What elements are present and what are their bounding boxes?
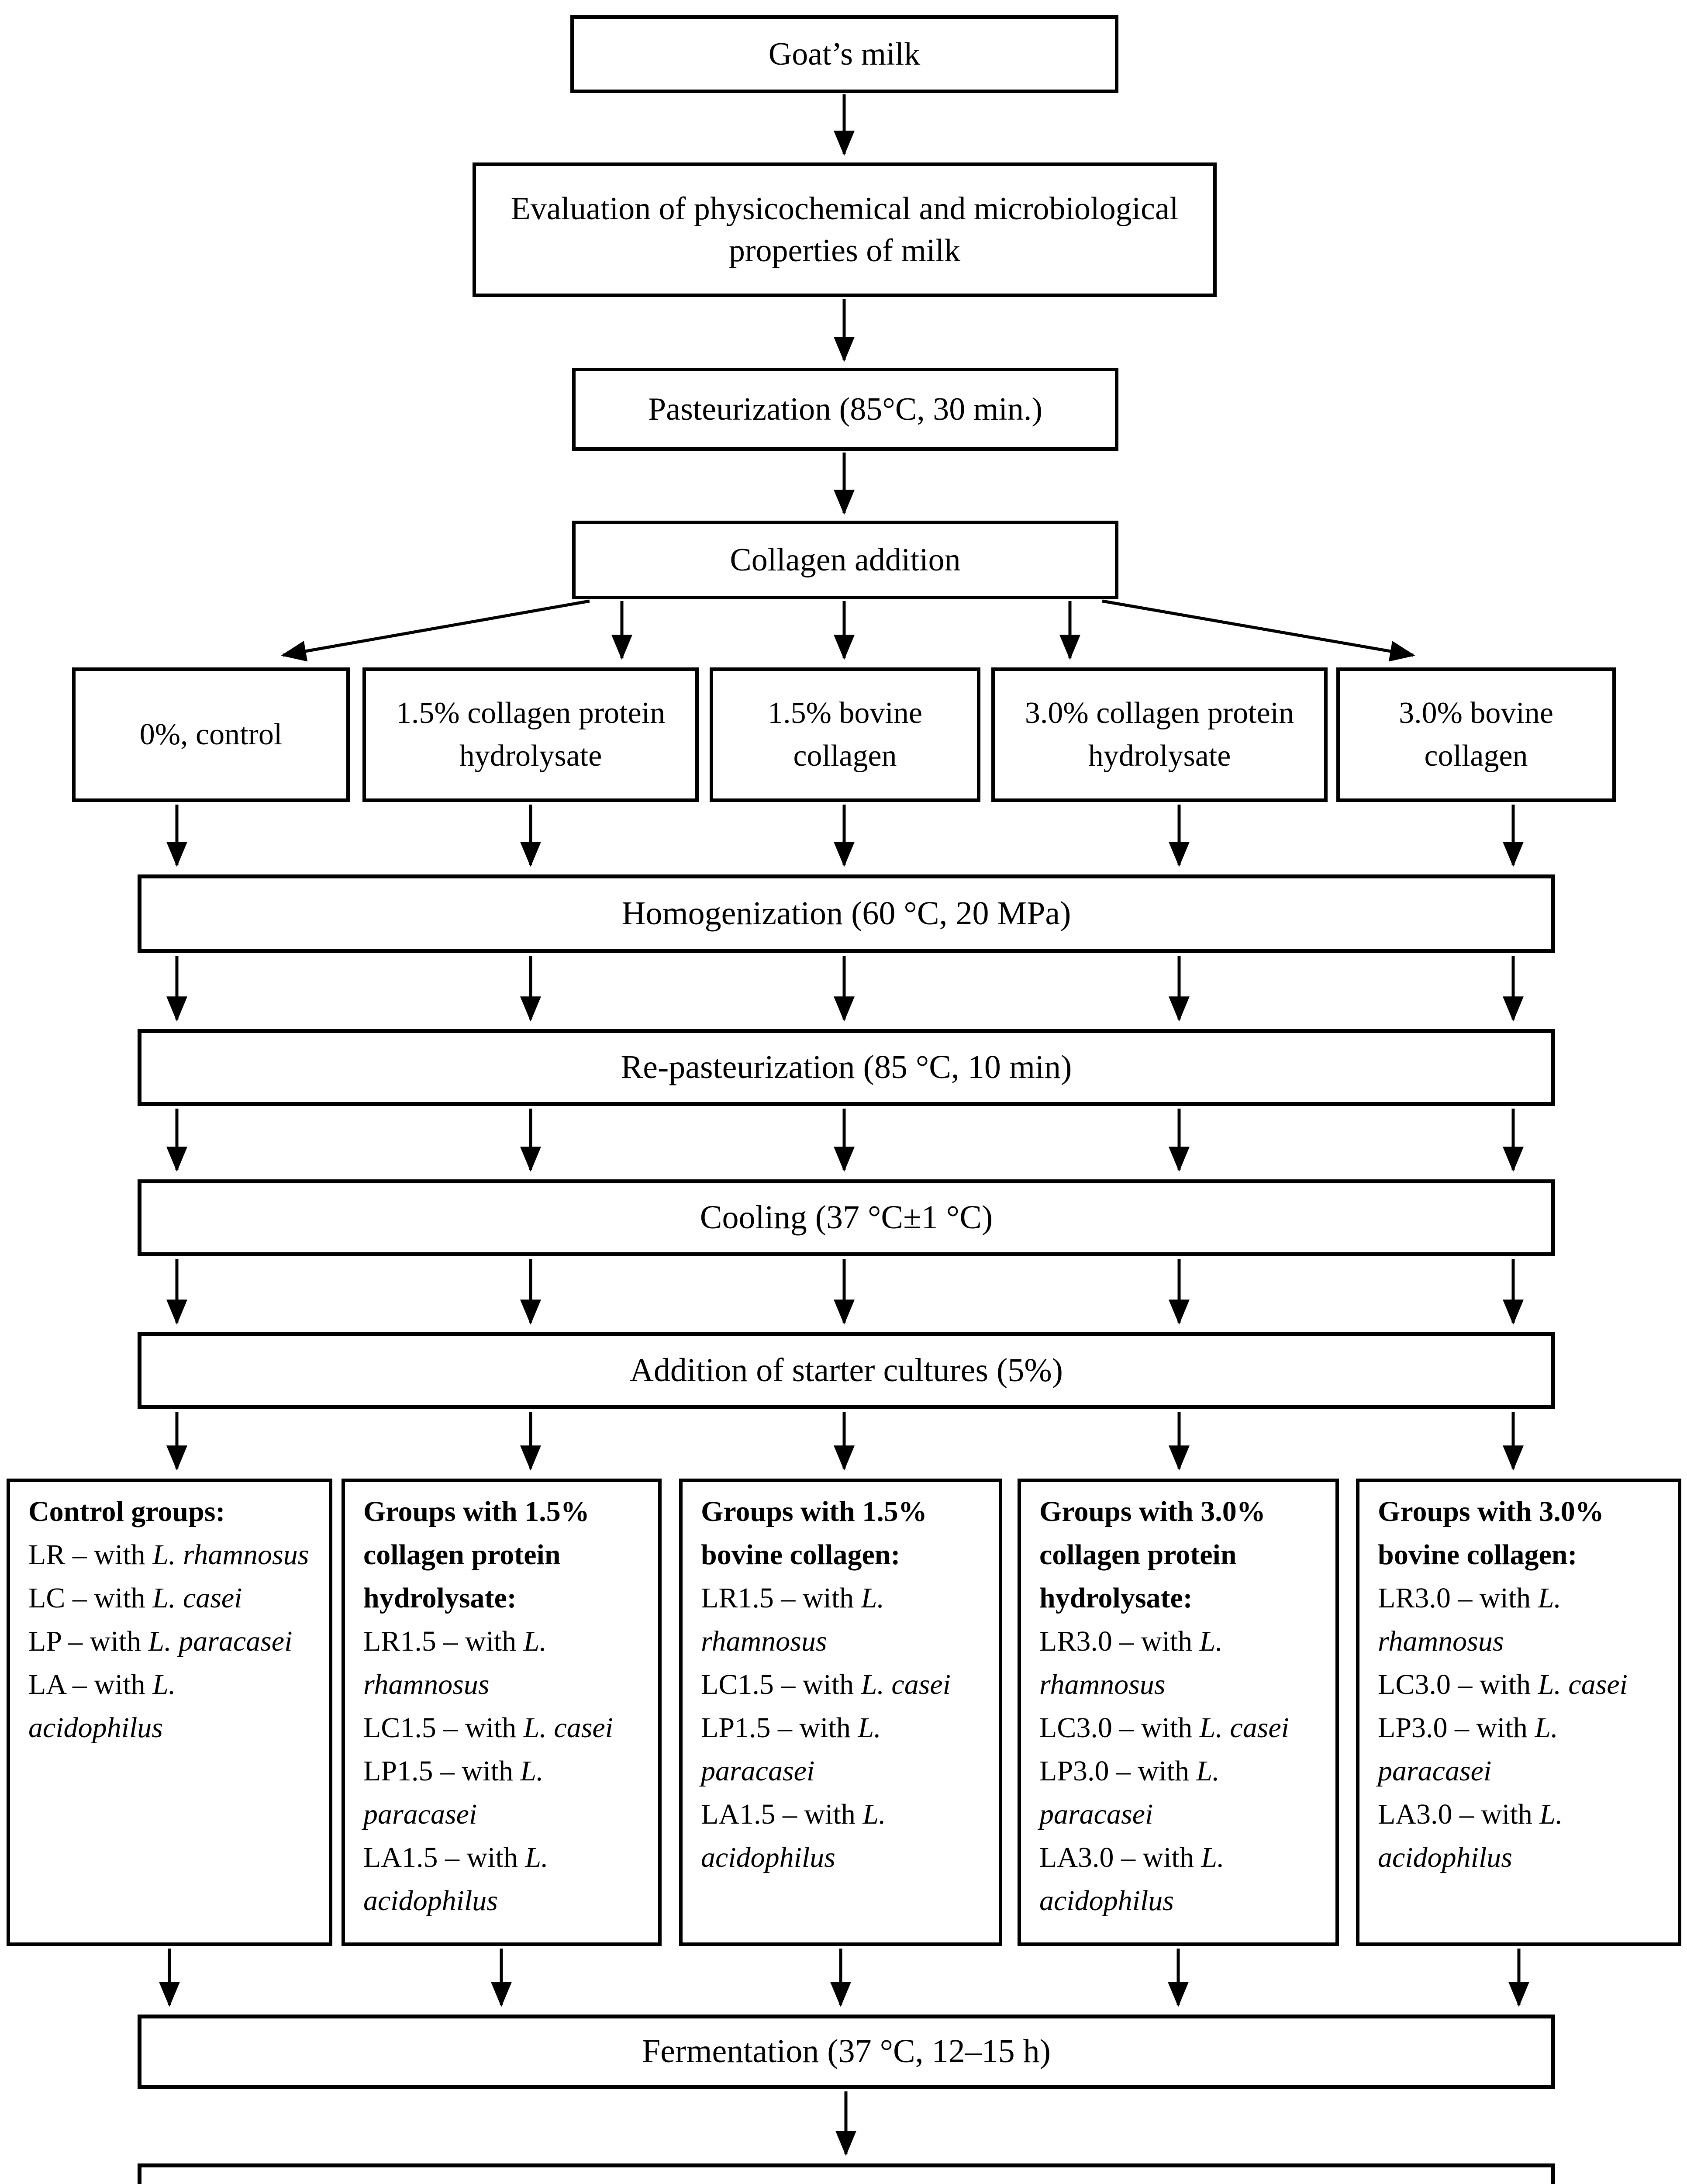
arrow (1102, 599, 1415, 662)
culture-group-item: LR3.0 – with L. rhamnosus (1039, 1625, 1223, 1700)
node-goats-milk: Goat’s milk (570, 15, 1118, 93)
bar-re-pasteurization: Re-pasteurization (85 °C, 10 min) (138, 1029, 1555, 1106)
branch-collagen-hydrolysate-1-5: 1.5% collagen protein hydrolysate (362, 667, 699, 802)
branch-bovine-collagen-3-0: 3.0% bovine collagen (1336, 667, 1616, 802)
bar-starter-cultures: Addition of starter cultures (5%) (138, 1332, 1555, 1409)
culture-group-item: LR – with L. rhamnosus (28, 1539, 309, 1571)
culture-group-item: LC – with L. casei (28, 1582, 242, 1614)
arrow (281, 599, 590, 662)
culture-group-item: LC3.0 – with L. casei (1378, 1669, 1628, 1700)
culture-group-item: LP1.5 – with L. paracasei (701, 1712, 881, 1787)
culture-group-item: LA3.0 – with L. acidophilus (1039, 1842, 1225, 1917)
culture-group-header: Groups with 1.5% bovine collagen: (701, 1496, 927, 1571)
branch-bovine-collagen-1-5: 1.5% bovine collagen (710, 667, 980, 802)
branch-collagen-hydrolysate-3-0: 3.0% collagen protein hydrolysate (991, 667, 1328, 802)
group-box-3-0-bovine: Groups with 3.0% bovine collagen: LR3.0 … (1356, 1479, 1681, 1946)
group-box-3-0-hydrolysate: Groups with 3.0% collagen protein hydrol… (1018, 1479, 1339, 1946)
culture-group-item: LP – with L. paracasei (28, 1625, 293, 1657)
group-box-1-5-hydrolysate: Groups with 1.5% collagen protein hydrol… (342, 1479, 662, 1946)
culture-group-item: LA1.5 – with L. acidophilus (701, 1798, 886, 1873)
group-box-1-5-bovine: Groups with 1.5% bovine collagen: LR1.5 … (679, 1479, 1002, 1946)
culture-group-item: LA1.5 – with L. acidophilus (363, 1842, 549, 1917)
culture-group-item: LR1.5 – with L. rhamnosus (363, 1625, 547, 1700)
culture-group-item: LA – with L. acidophilus (28, 1669, 176, 1744)
bar-cooling-37: Cooling (37 °C±1 °C) (138, 1179, 1555, 1256)
culture-group-header: Groups with 1.5% collagen protein hydrol… (363, 1496, 590, 1614)
culture-group-header: Control groups: (28, 1496, 225, 1527)
bar-homogenization: Homogenization (60 °C, 20 MPa) (138, 874, 1555, 953)
culture-group-item: LP3.0 – with L. paracasei (1378, 1712, 1558, 1787)
culture-group-item: LR1.5 – with L. rhamnosus (701, 1582, 884, 1657)
branch-control: 0%, control (72, 667, 350, 802)
bar-cooling-5: Cooling (5 °C) (138, 2163, 1555, 2184)
culture-group-items: LR – with L. rhamnosus LC – with L. casei… (28, 1533, 310, 1749)
node-collagen-addition: Collagen addition (572, 521, 1118, 599)
bar-fermentation: Fermentation (37 °C, 12–15 h) (138, 2015, 1555, 2089)
culture-group-item: LA3.0 – with L. acidophilus (1378, 1798, 1563, 1873)
culture-group-item: LR3.0 – with L. rhamnosus (1378, 1582, 1561, 1657)
culture-group-item: LP1.5 – with L. paracasei (363, 1755, 544, 1830)
node-evaluation: Evaluation of physicochemical and microb… (473, 162, 1217, 297)
culture-group-item: LC1.5 – with L. casei (363, 1712, 614, 1744)
culture-group-header: Groups with 3.0% collagen protein hydrol… (1039, 1496, 1266, 1614)
node-pasteurization: Pasteurization (85°C, 30 min.) (572, 368, 1118, 451)
culture-group-item: LP3.0 – with L. paracasei (1039, 1755, 1220, 1830)
culture-group-item: LC3.0 – with L. casei (1039, 1712, 1290, 1744)
culture-group-header: Groups with 3.0% bovine collagen: (1378, 1496, 1604, 1571)
culture-group-item: LC1.5 – with L. casei (701, 1669, 951, 1700)
